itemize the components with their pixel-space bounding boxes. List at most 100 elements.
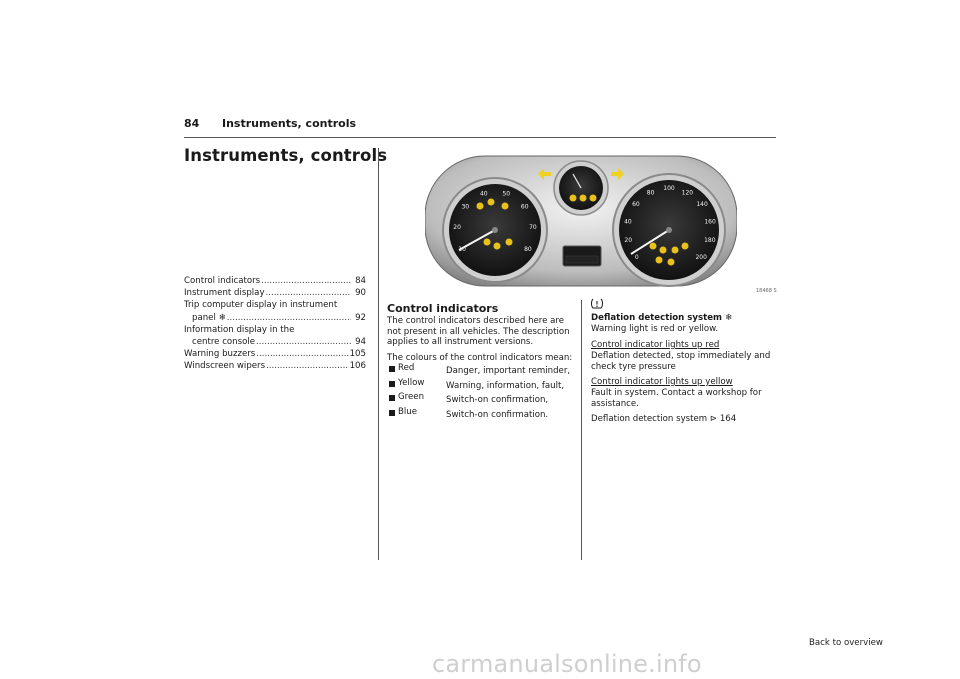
page-number: 84: [184, 117, 200, 130]
toc-entry[interactable]: Instrument display 90: [184, 287, 366, 299]
red-indicator-text: Deflation detected, stop immediately and…: [591, 351, 771, 372]
toc-entry-label: Warning buzzers: [184, 349, 256, 360]
colour-name: Red: [398, 363, 415, 373]
indicator-light: [649, 242, 657, 250]
turn-left-arrow-icon: [538, 168, 551, 180]
tachometer-tick-labels: 10 20 30 40 50 60 70 80: [453, 191, 537, 253]
toc-entry-page: 106: [349, 361, 366, 372]
dial-tick-label: 40: [480, 191, 488, 198]
toc-entry-label: panel ❄: [192, 312, 226, 323]
yellow-indicator-text: Fault in system. Contact a workshop for …: [591, 388, 762, 409]
odometer-display: [565, 255, 599, 264]
toc-entry[interactable]: Control indicators 84: [184, 275, 366, 287]
column-divider: [378, 148, 379, 560]
section-intro: The control indicators described here ar…: [387, 316, 570, 348]
toc-entry-label: Control indicators: [184, 276, 261, 286]
toc-entry-page: 92: [355, 312, 366, 323]
toc-entry-page: 84: [355, 276, 366, 286]
toc-entry-page: 105: [349, 349, 366, 360]
header-divider: [184, 137, 776, 138]
bullet-square-icon: [389, 409, 395, 416]
dial-tick-label: 140: [696, 201, 708, 208]
toc-entry-label: Windscreen wipers: [184, 361, 266, 372]
dial-tick-label: 60: [521, 203, 529, 210]
cross-reference-label: Deflation detection system: [591, 414, 708, 424]
indicator-light: [667, 258, 675, 266]
dial-tick-label: 10: [458, 246, 466, 253]
dial-tick-label: 80: [524, 246, 532, 253]
dial-tick-label: 200: [695, 254, 707, 261]
dial-tick-label: 20: [624, 237, 632, 244]
figure-id: 18468 S: [756, 288, 777, 294]
indicator-light: [671, 246, 679, 254]
colour-legend-row: Red Danger, important reminder,: [387, 363, 577, 379]
tyre-pressure-warning-icon: [591, 298, 603, 309]
section-title: Control indicators: [387, 302, 499, 315]
indicator-light: [589, 194, 597, 202]
indicator-light: [681, 242, 689, 250]
dial-tick-label: 50: [502, 191, 510, 198]
deflation-title: Deflation detection system ❄: [591, 313, 733, 323]
indicator-light: [501, 202, 509, 210]
dial-tick-label: 80: [647, 189, 655, 196]
dial-tick-label: 120: [682, 189, 694, 196]
toc-entry[interactable]: panel ❄ 92: [184, 312, 366, 324]
toc-entry[interactable]: Warning buzzers 105: [184, 348, 366, 360]
colour-name: Blue: [398, 406, 418, 417]
yellow-indicator-heading: Control indicator lights up yellow: [591, 377, 733, 387]
toc-entry[interactable]: centre console 94: [184, 336, 366, 348]
dial-tick-label: 70: [529, 224, 537, 231]
indicator-light: [505, 238, 513, 246]
colour-meaning: Warning, information, fault,: [446, 380, 565, 391]
colour-meaning: Switch-on confirmation.: [446, 409, 549, 420]
indicator-light: [483, 238, 491, 246]
deflation-text: Warning light is red or yellow.: [591, 324, 719, 334]
toc-entry-label-line1[interactable]: Trip computer display in instrument: [184, 300, 338, 311]
dial-tick-label: 30: [461, 203, 469, 210]
cross-reference-page: 164: [719, 414, 737, 424]
toc-entry[interactable]: Windscreen wipers 106: [184, 360, 366, 372]
dial-tick-label: 180: [704, 237, 716, 244]
colour-legend-row: Green Switch-on confirmation,: [387, 392, 577, 408]
bullet-square-icon: [389, 366, 395, 372]
dial-tick-label: 20: [453, 224, 461, 231]
colour-legend-row: Blue Switch-on confirmation.: [387, 406, 577, 423]
colour-name: Green: [398, 392, 425, 402]
toc-entry-label-line1[interactable]: Information display in the: [184, 324, 295, 335]
chapter-title: Instruments, controls: [184, 146, 388, 165]
cross-reference[interactable]: Deflation detection system ⊳ 164: [591, 414, 781, 425]
speedometer-needle: [630, 229, 670, 255]
turn-right-arrow-icon: [611, 168, 624, 180]
running-header: Instruments, controls: [222, 117, 357, 130]
fuel-needle: [572, 173, 582, 189]
indicator-light: [493, 242, 501, 250]
column-divider-right: [581, 300, 582, 560]
toc-entry-page: 94: [355, 337, 366, 348]
colour-legend: Red Danger, important reminder, Yellow W…: [387, 363, 577, 423]
bullet-square-icon: [389, 380, 395, 387]
colours-intro: The colours of the control indicators me…: [387, 353, 573, 363]
dial-tick-label: 160: [704, 218, 716, 225]
toc-entry-label: Instrument display: [184, 288, 265, 299]
indicator-light: [655, 256, 663, 264]
dial-tick-label: 0: [635, 254, 639, 261]
tachometer-needle: [458, 229, 496, 251]
back-to-overview-link[interactable]: Back to overview: [809, 638, 883, 648]
toc-entry-label: centre console: [192, 337, 256, 348]
colour-meaning: Danger, important reminder,: [446, 366, 571, 376]
indicator-light: [487, 198, 495, 206]
indicator-light: [476, 202, 484, 210]
dial-tick-label: 100: [663, 185, 675, 192]
dial-tick-label: 40: [624, 218, 632, 225]
watermark: carmanualsonline.info: [432, 650, 702, 678]
colour-meaning: Switch-on confirmation,: [446, 395, 549, 405]
indicator-light: [579, 194, 587, 202]
indicator-light: [569, 194, 577, 202]
toc-entry-page: 90: [355, 288, 366, 299]
red-indicator-heading: Control indicator lights up red: [591, 340, 720, 350]
colour-name: Yellow: [398, 377, 425, 388]
colour-legend-row: Yellow Warning, information, fault,: [387, 377, 577, 394]
reference-arrow-icon: ⊳: [709, 414, 718, 424]
table-of-contents: Control indicators 84 Instrument display 9…: [184, 275, 366, 373]
